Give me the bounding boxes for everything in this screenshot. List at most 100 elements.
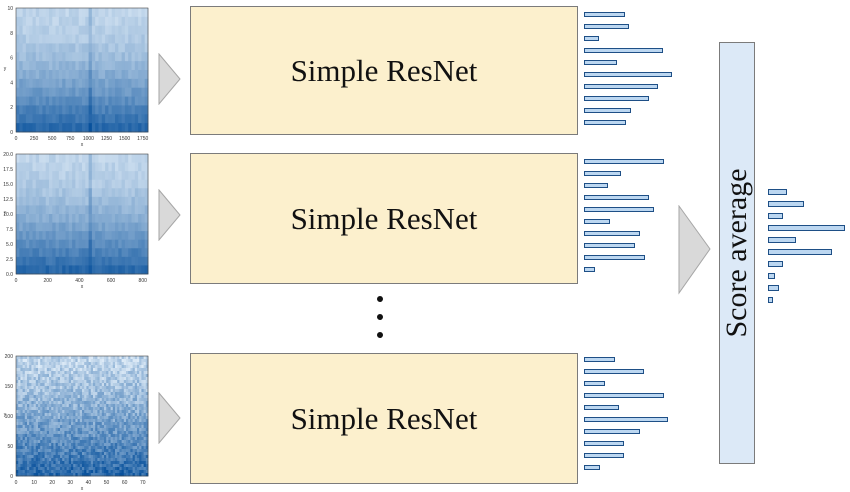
average-score-bar [768, 225, 845, 231]
ellipsis-dot [377, 296, 383, 302]
x-tick-label: 1500 [119, 136, 130, 142]
y-tick-label: 8 [10, 31, 13, 37]
y-tick-label: 0.0 [6, 272, 13, 278]
x-tick-label: 70 [140, 480, 146, 486]
x-tick-label: 400 [75, 278, 84, 284]
x-tick-label: 10 [31, 480, 37, 486]
score-bar [584, 36, 599, 41]
score-bar [584, 108, 631, 113]
y-tick-label: 150 [5, 384, 14, 390]
average-score-bar [768, 297, 774, 303]
score-bar [584, 12, 626, 17]
x-axis-label: x [81, 142, 84, 146]
score-bar [584, 393, 665, 398]
x-tick-label: 1750 [137, 136, 148, 142]
score-bar [584, 429, 641, 434]
y-tick-label: 10 [7, 6, 13, 12]
x-axis-label: x [81, 486, 84, 492]
model-label-2: Simple ResNet [290, 200, 478, 236]
spectrogram-3: 200 150 100 50 00 10 20 30 40 50 60 70 y x [4, 354, 149, 492]
average-score-bar [768, 213, 783, 219]
x-tick-label: 60 [122, 480, 128, 486]
x-tick-label: 0 [15, 278, 18, 284]
average-score-bar [768, 237, 796, 243]
score-bar [584, 255, 645, 260]
x-tick-label: 200 [44, 278, 53, 284]
model-box-3: Simple ResNet [190, 353, 578, 484]
model-label-3: Simple ResNet [290, 400, 478, 436]
x-tick-label: 500 [48, 136, 57, 142]
score-bar [584, 381, 606, 386]
score-bar [584, 405, 620, 410]
y-tick-label: 2.5 [6, 257, 13, 263]
score-bar [584, 60, 617, 65]
y-tick-label: 2 [10, 105, 13, 111]
y-tick-label: 5.0 [6, 242, 13, 248]
ellipsis-dot [377, 332, 383, 338]
y-tick-label: 12.5 [3, 197, 13, 203]
score-bar [584, 72, 672, 77]
score-bar [584, 159, 665, 164]
y-tick-label: 15.0 [3, 182, 13, 188]
y-tick-label: 0 [10, 130, 13, 136]
score-bar [584, 369, 644, 374]
score-bar [584, 267, 595, 272]
x-tick-label: 250 [30, 136, 39, 142]
x-tick-label: 800 [139, 278, 148, 284]
y-tick-label: 50 [7, 444, 13, 450]
arrow-to-model-2 [158, 189, 181, 241]
x-tick-label: 20 [49, 480, 55, 486]
model-box-1: Simple ResNet [190, 6, 578, 135]
x-tick-label: 30 [68, 480, 74, 486]
score-bar [584, 219, 610, 224]
y-tick-label: 0 [10, 474, 13, 480]
y-tick-label: 17.5 [3, 167, 13, 173]
model-box-2: Simple ResNet [190, 153, 578, 284]
x-tick-label: 1250 [101, 136, 112, 142]
y-axis-label: y [4, 66, 7, 72]
score-bar [584, 48, 664, 53]
score-bar [584, 84, 658, 89]
arrow-to-average [678, 205, 711, 295]
y-tick-label: 20.0 [3, 152, 13, 158]
y-axis-label: y [4, 412, 7, 418]
score-bar [584, 453, 624, 458]
score-bar [584, 357, 615, 362]
score-average-box: Score average [719, 42, 755, 464]
score-bar [584, 465, 600, 470]
average-score-bar [768, 261, 783, 267]
score-bar [584, 120, 627, 125]
y-tick-label: 100 [5, 414, 14, 420]
x-tick-label: 0 [15, 480, 18, 486]
score-bar [584, 24, 629, 29]
score-bar [584, 96, 650, 101]
score-bar [584, 417, 668, 422]
y-tick-label: 10.0 [3, 212, 13, 218]
score-average-label: Score average [720, 168, 753, 338]
score-bar [584, 183, 608, 188]
x-tick-label: 1000 [83, 136, 94, 142]
y-tick-label: 4 [10, 80, 13, 86]
score-bar [584, 171, 621, 176]
score-bar [584, 441, 624, 446]
arrow-to-model-1 [158, 53, 181, 105]
x-tick-label: 600 [107, 278, 116, 284]
average-score-bar [768, 201, 805, 207]
x-axis-label: x [81, 284, 84, 290]
average-score-bar [768, 189, 788, 195]
x-tick-label: 50 [104, 480, 110, 486]
score-bar [584, 207, 654, 212]
x-tick-label: 750 [66, 136, 75, 142]
average-score-bar [768, 249, 832, 255]
y-axis-label: y [4, 210, 7, 216]
ellipsis-dot [377, 314, 383, 320]
x-tick-label: 40 [86, 480, 92, 486]
y-tick-label: 6 [10, 56, 13, 62]
model-label-1: Simple ResNet [290, 52, 478, 88]
average-score-bar [768, 273, 775, 279]
score-bar [584, 231, 641, 236]
score-bar [584, 243, 636, 248]
y-tick-label: 200 [5, 354, 14, 360]
